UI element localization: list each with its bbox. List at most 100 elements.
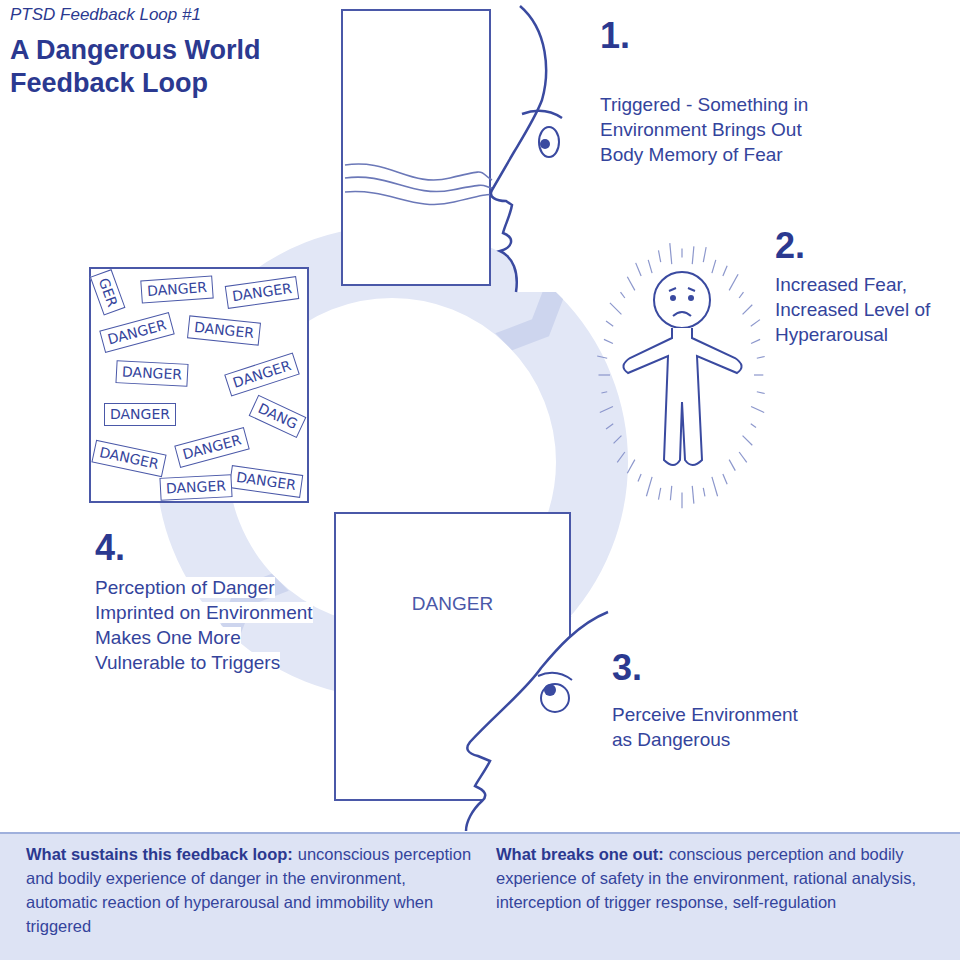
label-box: 3.: [612, 648, 642, 688]
label-box: 4.: [95, 528, 125, 568]
fear-ray: [681, 493, 682, 509]
label-box: 2.: [775, 226, 805, 266]
collage-frame: [90, 268, 308, 502]
face-profile: [491, 6, 546, 292]
fear-ray: [648, 260, 652, 273]
eye: [539, 127, 559, 157]
fear-ray: [670, 243, 672, 264]
fear-ray: [606, 321, 613, 326]
danger-word: DANGER: [166, 477, 227, 496]
step-text: Perceive Environment as Dangerous: [612, 704, 798, 750]
fear-ray: [739, 452, 747, 462]
step-text: Triggered - Something in Environment Bri…: [600, 94, 808, 165]
summary-heading: What breaks one out:: [496, 845, 664, 863]
eye: [670, 295, 676, 301]
fear-ray: [743, 305, 753, 315]
fear-ray: [712, 477, 718, 496]
worried-brows: [669, 288, 695, 291]
fear-ray: [739, 292, 743, 298]
scene-frame: [342, 10, 490, 285]
danger-note: DANGER: [140, 275, 213, 303]
fear-ray: [601, 392, 607, 393]
fear-ray: [597, 356, 607, 358]
fear-ray: [600, 407, 613, 413]
danger-word: DANGER: [231, 279, 293, 303]
fear-ray: [638, 474, 641, 482]
fear-rays: [597, 243, 764, 508]
fear-ray: [636, 263, 641, 276]
fear-ray: [757, 357, 765, 359]
fear-ray: [754, 374, 763, 375]
supertitle: PTSD Feedback Loop #1: [10, 5, 201, 24]
fear-ray: [692, 246, 694, 264]
step-number: 2.: [775, 225, 805, 266]
step-number: 1.: [600, 15, 630, 56]
fear-ray: [692, 486, 694, 504]
smell-line: [345, 177, 492, 191]
fear-ray: [751, 339, 760, 343]
chevron: [495, 282, 574, 361]
label-box: Triggered - Something in Environment Bri…: [600, 92, 840, 167]
fear-ray: [658, 488, 660, 500]
eye: [541, 684, 569, 712]
label-box: Perception of Danger Imprinted on Enviro…: [95, 575, 320, 675]
summary-heading: What sustains this feedback loop:: [26, 845, 293, 863]
fear-ray: [621, 292, 625, 298]
fear-ray: [606, 424, 613, 429]
danger-word: DANGER: [235, 468, 297, 492]
fear-ray: [646, 477, 652, 496]
summary-text-box: What sustains this feedback loop:unconsc…: [26, 842, 472, 938]
fear-ray: [723, 474, 727, 484]
fear-ray: [617, 452, 625, 462]
danger-word: DANGER: [412, 593, 493, 614]
step-number: 4.: [95, 527, 125, 568]
step-number: 3.: [612, 647, 642, 688]
fear-ray: [627, 277, 635, 291]
danger-panel: DANGER: [335, 513, 570, 800]
fear-ray: [723, 266, 727, 276]
fear-ray: [757, 392, 765, 394]
fear-ray: [670, 486, 671, 500]
eyebrow: [538, 673, 572, 680]
fear-ray: [729, 460, 735, 471]
face-profile: [466, 612, 608, 831]
label-box: PTSD Feedback Loop #1: [10, 4, 330, 25]
body: [623, 328, 741, 465]
label-box: 1.: [600, 16, 630, 56]
fear-ray: [627, 460, 635, 474]
fear-ray: [751, 424, 756, 428]
fear-ray: [751, 407, 764, 413]
danger-word: DANGER: [193, 318, 254, 340]
fear-ray: [598, 374, 610, 375]
danger-note: DANGER: [159, 474, 232, 501]
smell-line: [345, 192, 494, 205]
fear-ray: [712, 260, 716, 273]
smell-lines: [345, 164, 494, 205]
fear-ray: [703, 488, 705, 497]
fear-ray: [751, 320, 760, 327]
fear-ray: [681, 248, 682, 257]
danger-word: DANGER: [146, 278, 207, 298]
eyebrow: [522, 111, 562, 118]
danger-note: DANGER: [115, 360, 188, 387]
summary-text-box: What breaks one out:conscious perception…: [496, 842, 942, 914]
eye: [688, 295, 694, 301]
fear-ray: [729, 274, 738, 290]
label-box: Increased Fear, Increased Level of Hyper…: [775, 272, 950, 347]
fear-ray: [610, 303, 622, 315]
pupil: [540, 139, 550, 149]
title: A Dangerous World Feedback Loop: [10, 34, 310, 100]
danger-word: DANGER: [110, 406, 170, 422]
step-text: Increased Fear, Increased Level of Hyper…: [775, 274, 930, 345]
pupil: [544, 684, 556, 696]
head: [654, 272, 710, 328]
face-fill: [491, 6, 600, 292]
step-text: Perception of Danger Imprinted on Enviro…: [95, 577, 313, 673]
fear-ray: [614, 436, 622, 444]
fear-ray: [658, 250, 660, 262]
danger-word: DANGER: [122, 363, 183, 382]
frown: [673, 312, 691, 316]
fear-ray: [703, 247, 706, 262]
